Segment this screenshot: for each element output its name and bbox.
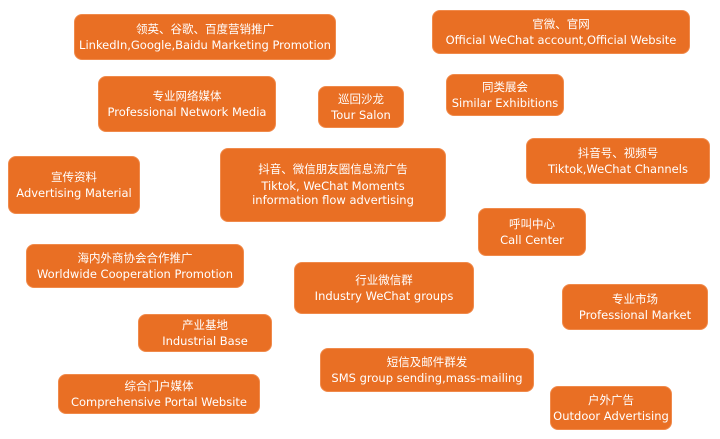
tag-similar-exhibitions: 同类展会 Similar Exhibitions xyxy=(446,74,564,116)
tag-cn-label: 户外广告 xyxy=(588,392,634,407)
tag-en-label: Comprehensive Portal Website xyxy=(70,395,248,409)
tag-en-label: Industry WeChat groups xyxy=(314,289,454,303)
tag-en-label: Call Center xyxy=(500,233,564,247)
tag-outdoor-advertising: 户外广告 Outdoor Advertising xyxy=(550,386,672,430)
tag-en-label: Similar Exhibitions xyxy=(451,96,559,110)
tag-industrial-base: 产业基地 Industrial Base xyxy=(138,314,272,352)
tag-call-center: 呼叫中心 Call Center xyxy=(478,208,586,256)
tag-en-label: Professional Network Media xyxy=(107,105,267,119)
tag-en-label: Official WeChat account,Official Website xyxy=(445,33,677,47)
tag-official-wechat-website: 官微、官网 Official WeChat account,Official W… xyxy=(432,10,690,54)
tag-en-label: LinkedIn,Google,Baidu Marketing Promotio… xyxy=(79,38,331,52)
tag-cn-label: 综合门户媒体 xyxy=(124,378,194,393)
tag-worldwide-cooperation: 海内外商协会合作推广 Worldwide Cooperation Promoti… xyxy=(26,244,244,288)
tag-en-label: Industrial Base xyxy=(162,334,248,348)
tag-linkedin-google-baidu: 领英、谷歌、百度营销推广 LinkedIn,Google,Baidu Marke… xyxy=(74,14,336,60)
tag-cn-label: 专业市场 xyxy=(612,291,658,306)
tag-advertising-material: 宣传资料 Advertising Material xyxy=(8,156,140,214)
tag-cn-label: 抖音号、视频号 xyxy=(577,145,659,160)
tag-en-label: Advertising Material xyxy=(16,186,132,200)
tag-cn-label: 专业网络媒体 xyxy=(152,88,222,103)
tag-tiktok-wechat-channels: 抖音号、视频号 Tiktok,WeChat Channels xyxy=(526,138,710,184)
tag-cn-label: 官微、官网 xyxy=(532,16,590,31)
tag-tour-salon: 巡回沙龙 Tour Salon xyxy=(318,86,404,128)
tag-comprehensive-portal: 综合门户媒体 Comprehensive Portal Website xyxy=(58,374,260,414)
tag-cn-label: 行业微信群 xyxy=(355,272,413,287)
tag-cn-label: 宣传资料 xyxy=(51,169,97,184)
tag-professional-market: 专业市场 Professional Market xyxy=(562,284,708,330)
tag-sms-mass-mailing: 短信及邮件群发 SMS group sending,mass-mailing xyxy=(320,348,534,392)
tag-en-label: Worldwide Cooperation Promotion xyxy=(36,267,234,281)
tag-cn-label: 产业基地 xyxy=(182,317,228,332)
tag-cn-label: 短信及邮件群发 xyxy=(386,354,468,369)
tag-cn-label: 呼叫中心 xyxy=(509,216,555,231)
tag-en-label: Tour Salon xyxy=(331,108,391,122)
tag-industry-wechat-groups: 行业微信群 Industry WeChat groups xyxy=(294,262,474,314)
tag-en-label: Tiktok, WeChat Moments information flow … xyxy=(252,178,414,208)
tag-en-label: SMS group sending,mass-mailing xyxy=(331,371,523,385)
tag-cn-label: 领英、谷歌、百度营销推广 xyxy=(136,21,274,36)
tag-cn-label: 海内外商协会合作推广 xyxy=(77,250,193,265)
tag-cn-label: 巡回沙龙 xyxy=(338,91,384,106)
tag-en-label: Outdoor Advertising xyxy=(553,409,669,423)
tag-cn-label: 抖音、微信朋友圈信息流广告 xyxy=(258,162,408,177)
tag-professional-network-media: 专业网络媒体 Professional Network Media xyxy=(98,76,276,132)
tag-cn-label: 同类展会 xyxy=(482,79,528,94)
tag-en-label: Professional Market xyxy=(578,308,692,322)
tag-tiktok-wechat-moments-ads: 抖音、微信朋友圈信息流广告 Tiktok, WeChat Moments inf… xyxy=(220,148,446,222)
tag-en-label: Tiktok,WeChat Channels xyxy=(548,162,688,176)
